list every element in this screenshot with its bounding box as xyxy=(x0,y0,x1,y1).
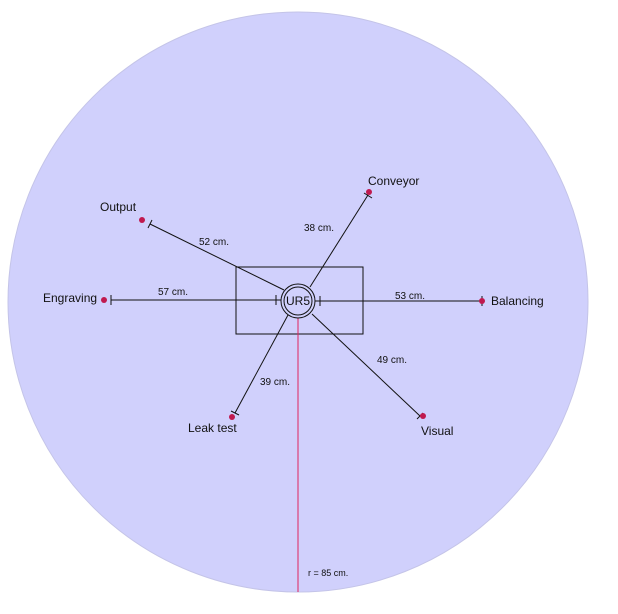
connector-engraving xyxy=(110,295,282,305)
station-dot-balancing xyxy=(479,298,485,304)
station-dot-leak-test xyxy=(229,414,235,420)
station-dot-visual xyxy=(420,413,426,419)
robot-label: UR5 xyxy=(286,294,310,308)
station-dot-output xyxy=(139,217,145,223)
distance-label-conveyor: 38 cm. xyxy=(304,223,334,234)
distance-label-engraving: 57 cm. xyxy=(158,287,188,298)
connector-leak-test xyxy=(230,314,289,416)
station-dots xyxy=(101,189,485,420)
station-connectors xyxy=(110,192,483,420)
reach-radius-label: r = 85 cm. xyxy=(308,568,348,578)
station-dot-engraving xyxy=(101,297,107,303)
distance-label-leak-test: 39 cm. xyxy=(260,377,290,388)
station-label-leak-test: Leak test xyxy=(188,421,237,435)
distance-label-visual: 49 cm. xyxy=(377,355,407,366)
distance-label-output: 52 cm. xyxy=(199,237,229,248)
connector-output xyxy=(147,219,285,291)
station-dot-conveyor xyxy=(366,189,372,195)
station-label-engraving: Engraving xyxy=(43,291,97,305)
station-label-conveyor: Conveyor xyxy=(368,174,419,188)
connector-conveyor xyxy=(309,192,373,288)
station-label-balancing: Balancing xyxy=(491,294,544,308)
robot-inner-ring xyxy=(283,286,313,316)
station-label-output: Output xyxy=(100,200,137,214)
station-label-visual: Visual xyxy=(421,424,453,438)
distance-label-balancing: 53 cm. xyxy=(395,291,425,302)
